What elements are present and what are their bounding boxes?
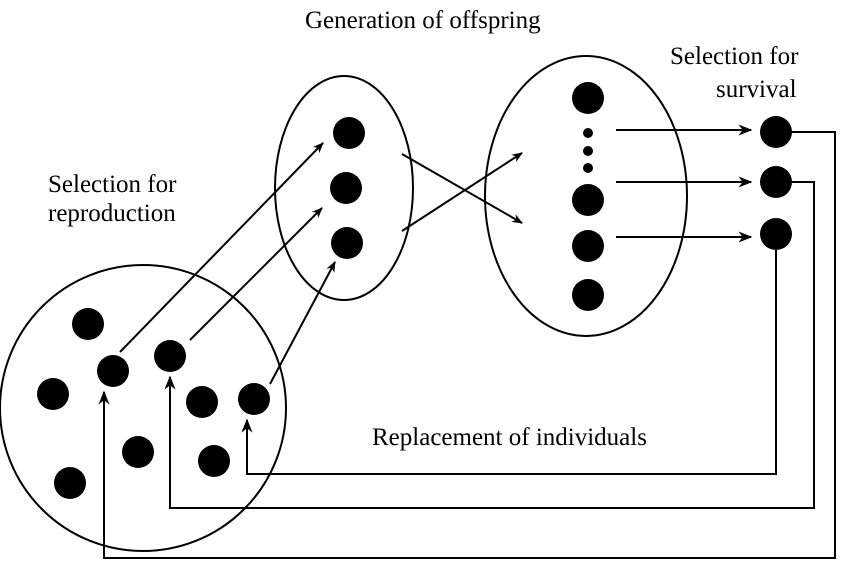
individual-dot-selected-2 (154, 340, 186, 372)
population-group (0, 264, 287, 552)
offspring-dot (572, 82, 604, 114)
individual-dot (122, 436, 154, 468)
replacement-label: Replacement of individuals (372, 424, 647, 451)
offspring-dot (572, 184, 604, 216)
survivor-dot (760, 116, 792, 148)
survivors-group (760, 116, 792, 250)
parent-dot (333, 117, 365, 149)
selection-reproduction-label-line2: reproduction (48, 200, 176, 227)
individual-dot (72, 308, 104, 340)
offspring-dot (572, 230, 604, 262)
arrow (119, 142, 324, 353)
survival-arrows (616, 124, 753, 243)
parent-dot (331, 227, 363, 259)
replacement-path-outer (98, 131, 836, 559)
generation-label: Generation of offspring (305, 7, 541, 34)
arrow (401, 153, 523, 224)
ellipsis-dot (583, 146, 593, 156)
individual-dot-selected-1 (97, 355, 129, 387)
arrow (189, 207, 323, 341)
parents-group (274, 75, 414, 301)
reproduction-arrows (119, 142, 336, 385)
individual-dot (37, 378, 69, 410)
arrow (269, 261, 336, 385)
offspring-group (484, 55, 688, 337)
individual-dot (54, 467, 86, 499)
individual-dot (198, 445, 230, 477)
selection-reproduction-label-line1: Selection for (48, 171, 177, 198)
ellipsis-dot (583, 128, 593, 138)
parent-dot (330, 172, 362, 204)
ellipsis-dot (583, 163, 593, 173)
offspring-ellipse (484, 55, 688, 337)
individual-dot-selected-3 (238, 383, 270, 415)
parents-ellipse (274, 75, 414, 301)
survivor-dot (760, 166, 792, 198)
individual-dot (186, 386, 218, 418)
replacement-path-inner (241, 250, 777, 475)
crossover-arrows (401, 152, 523, 232)
selection-survival-label-line1: Selection for (670, 43, 799, 70)
selection-survival-label-line2: survival (716, 76, 797, 103)
population-circle (0, 264, 287, 552)
survivor-dot (760, 218, 792, 250)
offspring-dot (572, 279, 604, 311)
arrow (401, 152, 523, 232)
replacement-path-middle (164, 181, 815, 509)
replacement-arrows (98, 131, 836, 559)
